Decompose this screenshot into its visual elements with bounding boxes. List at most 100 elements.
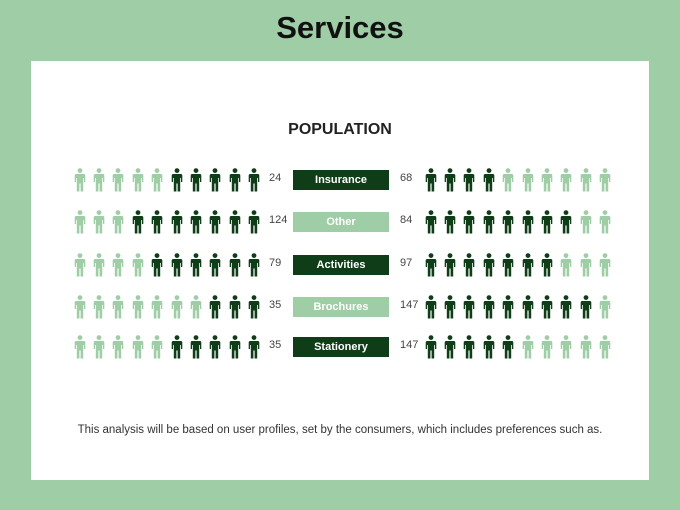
person-icon: [225, 253, 244, 277]
person-icon: [109, 210, 128, 234]
person-icon: [596, 210, 615, 234]
right-value: 147: [400, 299, 419, 311]
person-icon: [89, 168, 108, 192]
right-value: 97: [400, 257, 413, 269]
person-icon: [557, 253, 576, 277]
person-icon: [128, 210, 147, 234]
row-stationery: 35 Stationery 147: [31, 335, 649, 359]
person-icon: [245, 168, 264, 192]
person-icon: [148, 210, 167, 234]
person-icon: [479, 295, 498, 319]
person-icon: [109, 168, 128, 192]
person-icon: [537, 295, 556, 319]
person-icon: [499, 168, 518, 192]
person-icon: [128, 168, 147, 192]
person-icon: [225, 210, 244, 234]
person-icon: [537, 335, 556, 359]
right-people: [421, 210, 615, 234]
page-title: Services: [276, 10, 404, 45]
person-icon: [167, 210, 186, 234]
person-icon: [70, 168, 89, 192]
person-icon: [148, 335, 167, 359]
person-icon: [518, 335, 537, 359]
person-icon: [440, 295, 459, 319]
person-icon: [518, 168, 537, 192]
person-icon: [109, 253, 128, 277]
person-icon: [148, 168, 167, 192]
left-people: [70, 210, 264, 234]
person-icon: [479, 210, 498, 234]
person-icon: [479, 168, 498, 192]
person-icon: [440, 335, 459, 359]
left-value: 35: [269, 339, 282, 351]
person-icon: [460, 168, 479, 192]
row-label: Activities: [293, 255, 389, 275]
person-icon: [518, 253, 537, 277]
person-icon: [460, 210, 479, 234]
person-icon: [186, 335, 205, 359]
person-icon: [70, 335, 89, 359]
person-icon: [518, 295, 537, 319]
population-title: POPULATION: [288, 121, 392, 138]
person-icon: [89, 210, 108, 234]
person-icon: [421, 253, 440, 277]
row-other: 124 Other 84: [31, 210, 649, 234]
right-people: [421, 168, 615, 192]
row-brochures: 35 Brochures 147: [31, 295, 649, 319]
person-icon: [576, 210, 595, 234]
left-people: [70, 295, 264, 319]
person-icon: [186, 253, 205, 277]
person-icon: [70, 210, 89, 234]
person-icon: [596, 335, 615, 359]
row-label: Other: [293, 212, 389, 232]
person-icon: [440, 168, 459, 192]
person-icon: [499, 210, 518, 234]
person-icon: [167, 295, 186, 319]
person-icon: [245, 335, 264, 359]
right-value: 147: [400, 339, 419, 351]
person-icon: [557, 335, 576, 359]
person-icon: [109, 295, 128, 319]
person-icon: [557, 210, 576, 234]
person-icon: [421, 295, 440, 319]
left-people: [70, 168, 264, 192]
person-icon: [167, 168, 186, 192]
person-icon: [440, 210, 459, 234]
left-people: [70, 335, 264, 359]
right-value: 84: [400, 214, 413, 226]
person-icon: [109, 335, 128, 359]
left-value: 124: [269, 214, 288, 226]
person-icon: [537, 210, 556, 234]
person-icon: [206, 168, 225, 192]
person-icon: [245, 295, 264, 319]
right-people: [421, 253, 615, 277]
person-icon: [167, 253, 186, 277]
person-icon: [128, 253, 147, 277]
person-icon: [557, 168, 576, 192]
person-icon: [206, 253, 225, 277]
person-icon: [596, 295, 615, 319]
person-icon: [596, 168, 615, 192]
person-icon: [70, 253, 89, 277]
left-value: 35: [269, 299, 282, 311]
person-icon: [245, 253, 264, 277]
person-icon: [537, 253, 556, 277]
person-icon: [225, 295, 244, 319]
person-icon: [518, 210, 537, 234]
person-icon: [421, 210, 440, 234]
left-value: 79: [269, 257, 282, 269]
person-icon: [460, 253, 479, 277]
person-icon: [576, 168, 595, 192]
person-icon: [596, 253, 615, 277]
person-icon: [186, 168, 205, 192]
person-icon: [128, 295, 147, 319]
person-icon: [148, 295, 167, 319]
person-icon: [460, 295, 479, 319]
person-icon: [128, 335, 147, 359]
right-people: [421, 295, 615, 319]
person-icon: [89, 295, 108, 319]
right-value: 68: [400, 172, 413, 184]
person-icon: [557, 295, 576, 319]
row-label: Stationery: [293, 337, 389, 357]
person-icon: [479, 253, 498, 277]
